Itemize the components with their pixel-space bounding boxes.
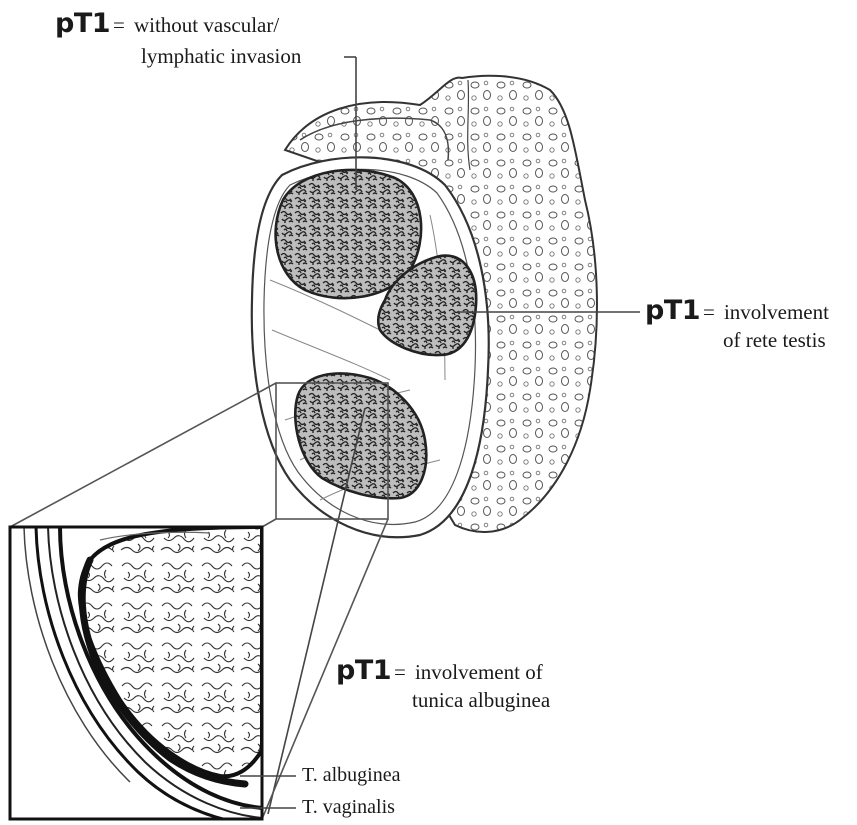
equals-right: = — [703, 300, 715, 324]
stage-pt1-bottom: pT1 — [336, 655, 391, 686]
label-right-line2: of rete testis — [723, 330, 826, 351]
label-tunica-vaginalis: T. vaginalis — [302, 797, 395, 817]
label-top-line2: lymphatic invasion — [141, 46, 301, 67]
zoom-inset — [10, 527, 262, 825]
label-bottom-line1: involvement of — [415, 660, 543, 684]
equals-bottom: = — [394, 660, 406, 684]
label-top-line1: without vascular/ — [134, 13, 279, 37]
label-tunica-albuginea: T. albuginea — [302, 765, 400, 785]
stage-pt1-top: pT1 — [55, 8, 110, 39]
equals-top: = — [113, 13, 125, 37]
label-right-line1: involvement — [724, 300, 829, 324]
label-bottom-stage: pT1= involvement of — [336, 657, 543, 684]
label-bottom-line2: tunica albuginea — [412, 690, 550, 711]
label-top-stage: pT1= without vascular/ — [55, 10, 279, 37]
label-right-stage: pT1= involvement — [645, 297, 829, 324]
stage-pt1-right: pT1 — [645, 295, 700, 326]
